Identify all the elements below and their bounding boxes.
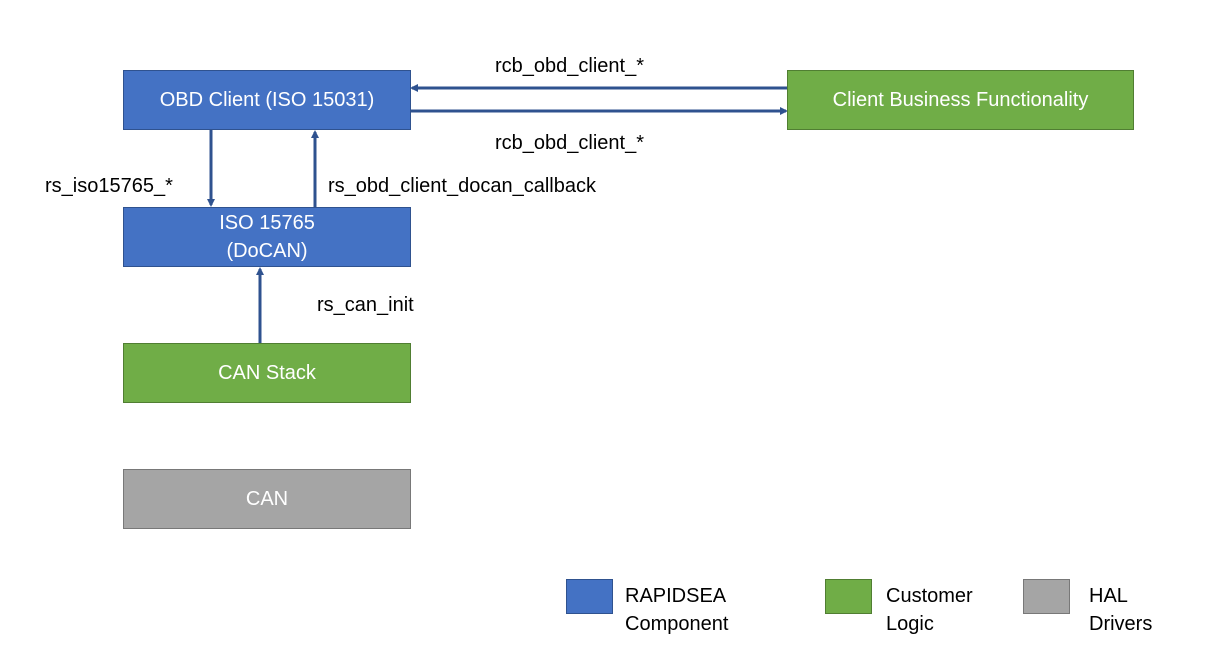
legend-customer-line2: Logic (886, 613, 934, 635)
legend-rapidsea-text: RAPIDSEA Component (625, 582, 728, 638)
legend-hal-line1: HAL (1089, 585, 1128, 607)
rs-iso15765-label: rs_iso15765_* (45, 175, 173, 197)
obd-client-box: OBD Client (ISO 15031) (123, 70, 411, 130)
rcb-bottom-label: rcb_obd_client_* (495, 132, 644, 154)
legend-hal-text: HAL Drivers (1089, 582, 1152, 638)
iso15765-label-line1: ISO 15765 (219, 212, 315, 234)
legend-customer-line1: Customer (886, 585, 973, 607)
legend-rapidsea-line2: Component (625, 613, 729, 635)
can-stack-label: CAN Stack (218, 362, 316, 384)
iso15765-label-line2: (DoCAN) (226, 240, 308, 262)
client-business-label: Client Business Functionality (832, 89, 1089, 111)
can-stack-box: CAN Stack (123, 343, 411, 403)
legend-rapidsea-line1: RAPIDSEA (625, 585, 727, 607)
legend-rapidsea-swatch (566, 579, 613, 614)
can-box: CAN (123, 469, 411, 529)
rcb-top-label: rcb_obd_client_* (495, 55, 644, 77)
rs-callback-label: rs_obd_client_docan_callback (328, 175, 596, 197)
obd-client-label: OBD Client (ISO 15031) (159, 89, 375, 111)
can-label: CAN (245, 488, 289, 510)
legend-hal-line2: Drivers (1089, 613, 1153, 635)
iso15765-box: ISO 15765 (DoCAN) (123, 207, 411, 267)
legend-hal-swatch (1023, 579, 1070, 614)
legend-customer-text: Customer Logic (886, 582, 973, 638)
client-business-box: Client Business Functionality (787, 70, 1134, 130)
legend-customer-swatch (825, 579, 872, 614)
rs-can-init-label: rs_can_init (317, 294, 414, 316)
